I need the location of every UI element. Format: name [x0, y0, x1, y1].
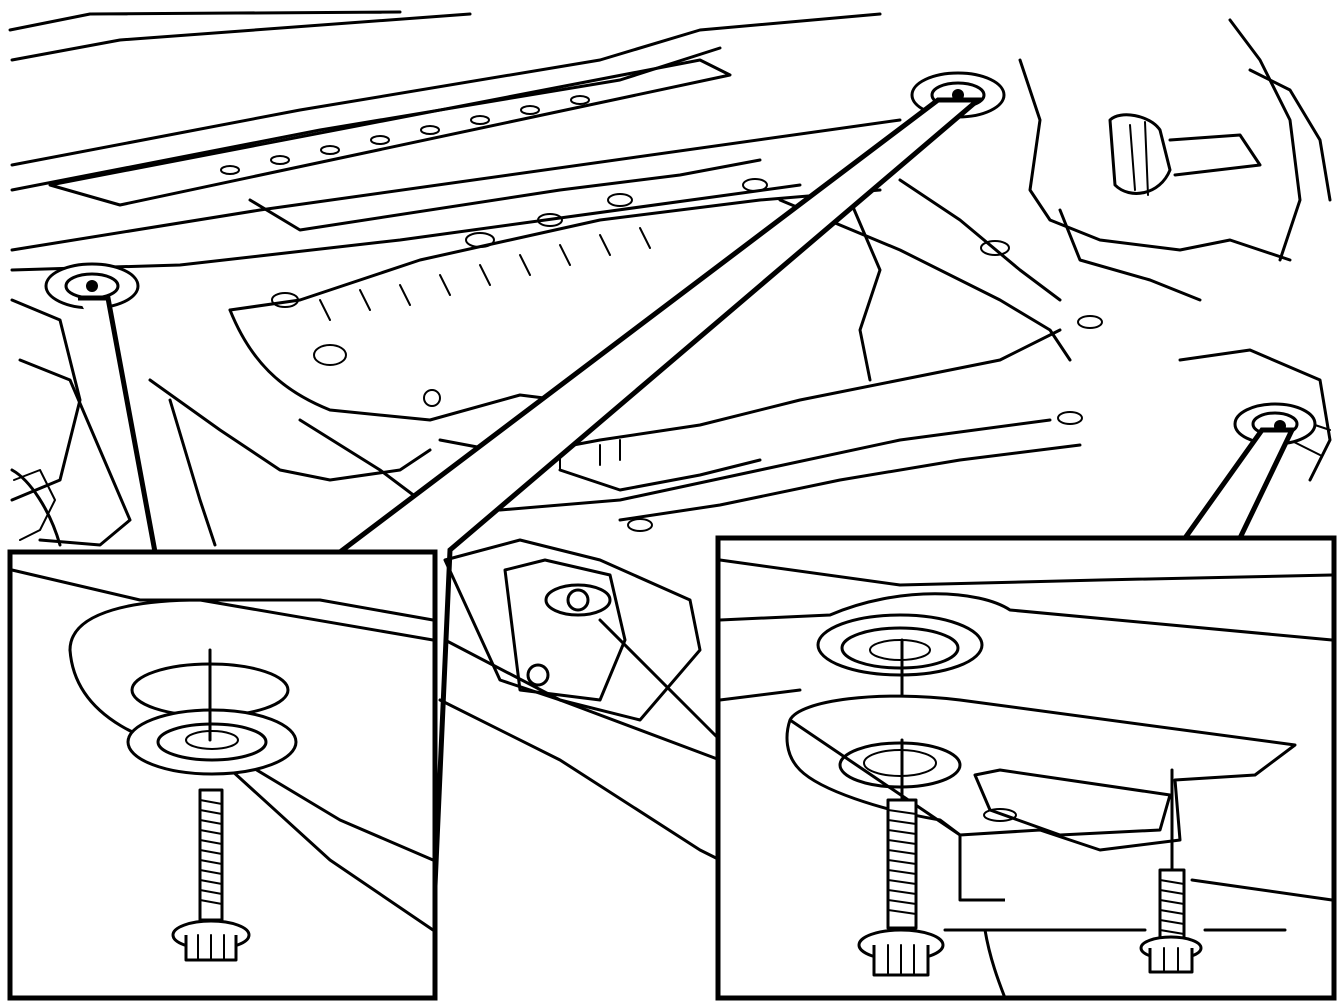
- left-detail-callout: [7, 97, 985, 1001]
- rail-holes: [220, 95, 590, 175]
- left-detail-parts: [10, 568, 435, 962]
- left-mount-bolt: [44, 262, 140, 310]
- right-detail-callout: [438, 427, 1337, 1001]
- crossmember-overview: [8, 10, 1332, 547]
- right-detail-parts: [718, 558, 1334, 1000]
- right-mount-bolt: [1233, 402, 1317, 446]
